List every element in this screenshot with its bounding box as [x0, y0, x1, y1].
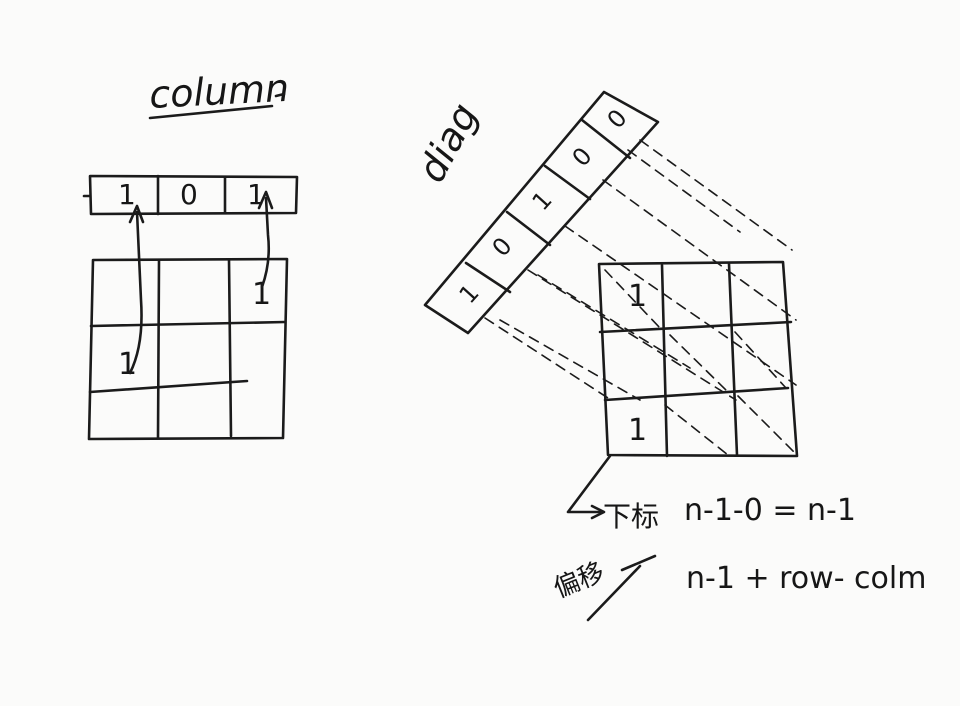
- column-label: column: [148, 66, 290, 117]
- column-arrow-left-head: [128, 204, 145, 224]
- diag-array-cell-3: 0: [567, 142, 598, 172]
- column-array-cell-2: 1: [247, 178, 265, 211]
- note-line2-slash: [586, 564, 642, 622]
- column-arrow-right: [260, 196, 271, 289]
- diag-array-cell-1: 0: [487, 232, 518, 262]
- diag-array-cell-0: 1: [454, 279, 485, 309]
- column-array-cell-1: 0: [180, 178, 198, 211]
- note-line1-label: 下标: [603, 500, 659, 533]
- note-line2-arrow: [620, 554, 657, 572]
- diag-grid-mark-0: 1: [628, 279, 647, 314]
- column-grid: 1 1: [87, 257, 289, 441]
- pointer-arrow: [566, 454, 612, 514]
- column-grid-mark-0: 1: [118, 347, 137, 382]
- diag-grid: 1 1: [597, 260, 799, 458]
- column-arrow-right-head: [257, 190, 274, 210]
- diag-grid-mark-1: 1: [628, 413, 647, 448]
- diag-projection-lines: [484, 139, 797, 401]
- column-label-dash: [274, 92, 286, 98]
- diag-array-cell-2: 1: [527, 186, 558, 216]
- note-line1-formula: n-1-0 = n-1: [684, 493, 856, 528]
- diag-array-cell-4: 0: [602, 104, 633, 134]
- column-underline: [148, 104, 274, 120]
- column-array-cell-0: 1: [118, 178, 136, 211]
- diag-label: diag: [409, 96, 486, 189]
- note-line2-formula: n-1 + row- colm: [686, 561, 926, 596]
- pointer-arrow-head: [590, 504, 606, 520]
- column-arrow-left: [128, 210, 143, 375]
- column-array: 1 0 1: [82, 174, 299, 216]
- note-line2-label: 偏移: [549, 557, 608, 604]
- column-grid-mark-1: 1: [252, 277, 271, 312]
